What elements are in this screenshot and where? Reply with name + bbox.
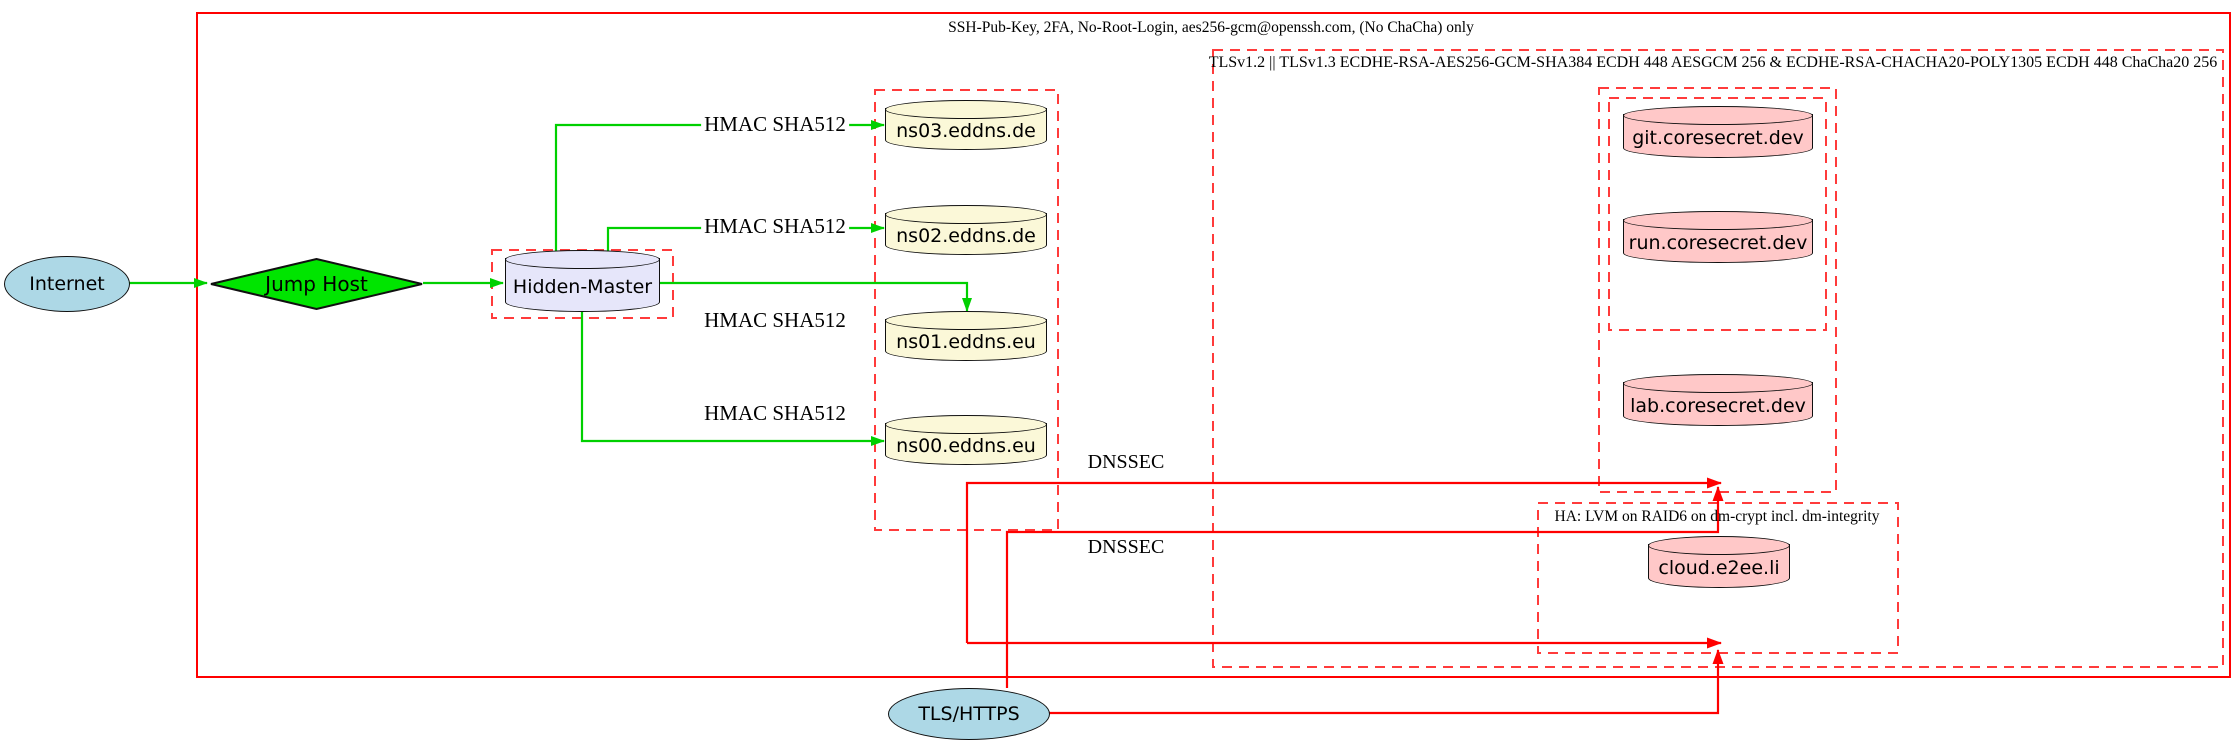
node-label: lab.coresecret.dev bbox=[1630, 395, 1806, 417]
node-ns02: ns02.eddns.de bbox=[885, 205, 1047, 255]
node-ns03: ns03.eddns.de bbox=[885, 100, 1047, 150]
diamond-shape bbox=[210, 258, 423, 310]
node-label: TLS/HTTPS bbox=[918, 703, 1020, 725]
cylinder-top bbox=[885, 100, 1047, 119]
edge-label-hmac-ns00: HMAC SHA512 bbox=[701, 402, 849, 424]
cluster-ssh-label: SSH-Pub-Key, 2FA, No-Root-Login, aes256-… bbox=[948, 19, 1474, 36]
node-label: ns00.eddns.eu bbox=[896, 435, 1036, 457]
cylinder-top bbox=[885, 415, 1047, 434]
edge-dnssec-to-coresecret bbox=[965, 477, 1722, 643]
cylinder-top bbox=[1623, 211, 1813, 230]
cluster-ssh-box bbox=[196, 12, 2231, 678]
green-edges bbox=[128, 120, 972, 446]
edge-label-dnssec-2: DNSSEC bbox=[1087, 536, 1165, 558]
node-run-coresecret: run.coresecret.dev bbox=[1623, 211, 1813, 263]
node-jump-host: Jump Host bbox=[210, 258, 423, 310]
node-lab-coresecret: lab.coresecret.dev bbox=[1623, 374, 1813, 426]
node-label: ns03.eddns.de bbox=[896, 120, 1036, 142]
node-git-coresecret: git.coresecret.dev bbox=[1623, 106, 1813, 158]
node-label: ns01.eddns.eu bbox=[896, 331, 1036, 353]
node-label: ns02.eddns.de bbox=[896, 225, 1036, 247]
cluster-tls-label: TLSv1.2 || TLSv1.3 ECDHE-RSA-AES256-GCM-… bbox=[1208, 54, 2218, 71]
edge-label-dnssec-1: DNSSEC bbox=[1087, 451, 1165, 473]
cylinder-top bbox=[885, 205, 1047, 224]
edge-master-ns01 bbox=[660, 281, 972, 312]
node-label: Hidden-Master bbox=[512, 276, 653, 298]
node-label: git.coresecret.dev bbox=[1632, 127, 1804, 149]
node-tls-https: TLS/HTTPS bbox=[888, 688, 1050, 740]
edge-label-hmac-ns03: HMAC SHA512 bbox=[701, 113, 849, 135]
edge-label-hmac-ns01: HMAC SHA512 bbox=[701, 309, 849, 331]
node-cloud-e2ee: cloud.e2ee.li bbox=[1648, 536, 1790, 588]
node-internet: Internet bbox=[4, 256, 130, 312]
red-edges bbox=[965, 477, 1724, 715]
node-hidden-master: Hidden-Master bbox=[505, 250, 660, 312]
cluster-ha-label: HA: LVM on RAID6 on dm-crypt incl. dm-in… bbox=[1554, 508, 1880, 525]
edge-tls-to-ha bbox=[1047, 649, 1724, 715]
edge-label-hmac-ns02: HMAC SHA512 bbox=[701, 215, 849, 237]
cylinder-top bbox=[1648, 536, 1790, 555]
node-label: Jump Host bbox=[265, 272, 368, 296]
cylinder-top bbox=[505, 250, 660, 269]
node-ns01: ns01.eddns.eu bbox=[885, 311, 1047, 361]
cluster-coresecret-inner-box bbox=[1608, 97, 1827, 331]
node-label: Internet bbox=[29, 273, 105, 295]
node-ns00: ns00.eddns.eu bbox=[885, 415, 1047, 465]
node-label: cloud.e2ee.li bbox=[1658, 557, 1780, 579]
cylinder-top bbox=[1623, 374, 1813, 393]
cluster-coresecret-outer-box bbox=[1598, 87, 1837, 493]
cylinder-top bbox=[1623, 106, 1813, 125]
edge-master-ns00 bbox=[580, 312, 885, 446]
node-label: run.coresecret.dev bbox=[1628, 232, 1808, 254]
edge-tls-to-coresecret bbox=[1005, 486, 1724, 688]
